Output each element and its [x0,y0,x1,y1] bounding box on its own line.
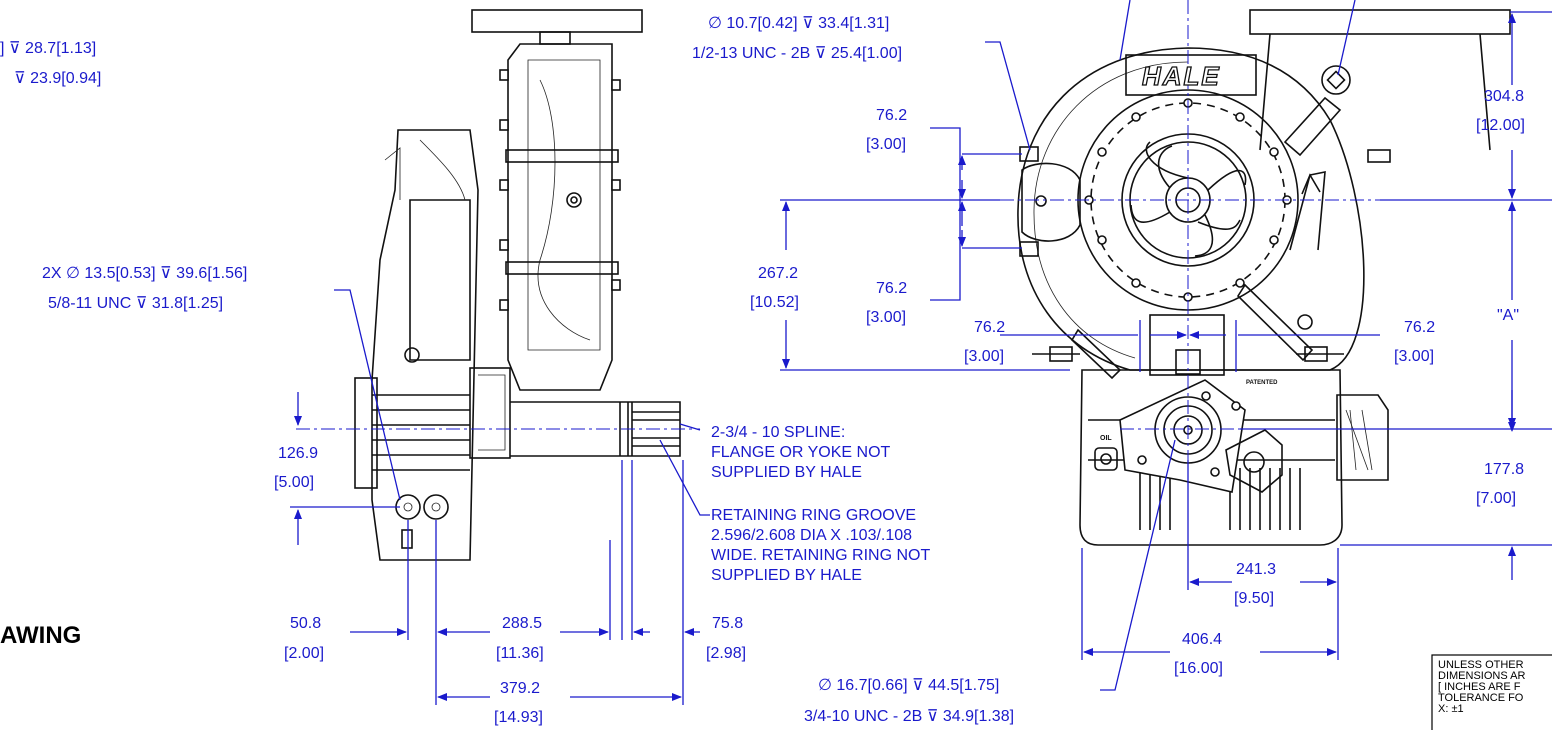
dim-76-c-in: [3.00] [964,348,1004,365]
callout-bottom-1: ∅ 16.7[0.66] ⊽ 44.5[1.75] [818,677,999,694]
dim-177-in: [7.00] [1476,490,1516,507]
groove-note-1: RETAINING RING GROOVE [711,507,916,524]
dim-75: 75.8 [712,615,743,632]
groove-note-3: WIDE. RETAINING RING NOT [711,547,930,564]
dim-76-a: 76.2 [876,107,907,124]
dim-304: 304.8 [1484,88,1524,105]
notes-line-5: X: ±1 [1438,703,1464,715]
callout-top-1: ∅ 10.7[0.42] ⊽ 33.4[1.31] [708,15,889,32]
dim-267-in: [10.52] [750,294,799,311]
callout-top-2: 1/2-13 UNC - 2B ⊽ 25.4[1.00] [692,45,902,62]
dim-379-in: [14.93] [494,709,543,726]
notes-line-2: DIMENSIONS AR [1438,670,1525,682]
dim-288-in: [11.36] [496,645,544,662]
dim-76-d: 76.2 [1404,319,1435,336]
dim-241-in: [9.50] [1234,590,1274,607]
dim-76-b-in: [3.00] [866,309,906,326]
dim-76-b: 76.2 [876,280,907,297]
brand-logo: HALE [1142,61,1221,91]
dim-50: 50.8 [290,615,321,632]
notes-line-3: [ INCHES ARE F [1438,681,1521,693]
dim-76-c: 76.2 [974,319,1005,336]
oil-label: OIL [1100,435,1112,442]
dim-50-in: [2.00] [284,645,324,662]
dim-406-in: [16.00] [1174,660,1223,677]
side-view [296,9,700,561]
groove-note-2: 2.596/2.608 DIA X .103/.108 [711,527,912,544]
spline-note-1: 2-3/4 - 10 SPLINE: [711,424,845,441]
dim-267: 267.2 [758,265,798,282]
dim-126-in: [5.00] [274,474,314,491]
callout-top-left-2: ⊽ 23.9[0.94] [14,70,101,87]
side-dimensions [290,289,710,705]
patented-label: PATENTED [1246,380,1278,386]
callout-holes-1: 2X ∅ 13.5[0.53] ⊽ 39.6[1.56] [42,265,247,282]
dim-76-d-in: [3.00] [1394,348,1434,365]
callout-bottom-2: 3/4-10 UNC - 2B ⊽ 34.9[1.38] [804,708,1014,725]
dim-406: 406.4 [1182,631,1222,648]
spline-note-3: SUPPLIED BY HALE [711,464,862,481]
dim-a: "A" [1497,307,1519,324]
dim-379: 379.2 [500,680,540,697]
groove-note-4: SUPPLIED BY HALE [711,567,862,584]
notes-line-1: UNLESS OTHER [1438,659,1524,671]
dim-75-in: [2.98] [706,645,746,662]
spline-note-2: FLANGE OR YOKE NOT [711,444,891,461]
dim-304-in: [12.00] [1476,117,1525,134]
dim-241: 241.3 [1236,561,1276,578]
dim-126: 126.9 [278,445,318,462]
front-dimensions [780,0,1552,691]
dim-177: 177.8 [1484,461,1524,478]
dim-76-a-in: [3.00] [866,136,906,153]
drawing-title: AWING [0,622,81,649]
callout-top-left-1: ] ⊽ 28.7[1.13] [0,40,96,57]
front-view [1000,0,1511,546]
notes-box [1431,654,1552,730]
notes-line-4: TOLERANCE FO [1438,692,1524,704]
dim-288: 288.5 [502,615,542,632]
callout-holes-2: 5/8-11 UNC ⊽ 31.8[1.25] [48,295,223,312]
